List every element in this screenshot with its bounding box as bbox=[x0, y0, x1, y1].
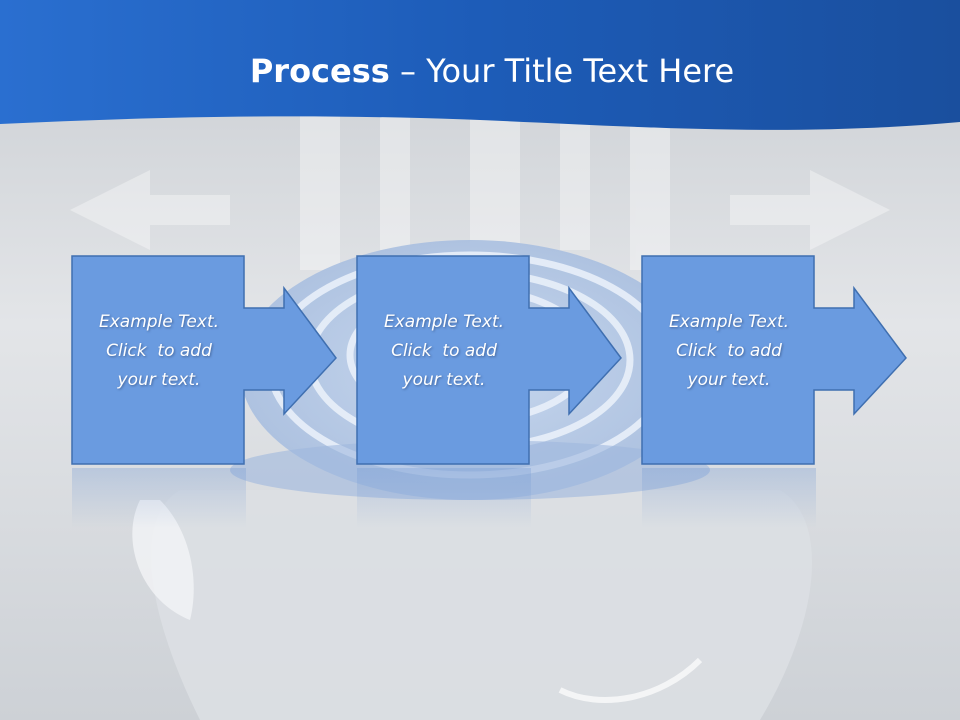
process-step-1[interactable]: Example Text. Click to add your text. bbox=[71, 255, 337, 466]
step-1-reflection bbox=[72, 468, 246, 528]
step-3-arrow-shape bbox=[641, 255, 907, 465]
step-1-text[interactable]: Example Text. Click to add your text. bbox=[98, 312, 220, 390]
title-bold: Process bbox=[249, 52, 390, 90]
step-3-reflection bbox=[642, 468, 816, 528]
slide-title[interactable]: Process – Your Title Text Here bbox=[0, 52, 960, 90]
step-2-reflection bbox=[357, 468, 531, 528]
step-1-arrow-shape bbox=[71, 255, 337, 465]
step-3-text[interactable]: Example Text. Click to add your text. bbox=[668, 312, 790, 390]
process-step-3[interactable]: Example Text. Click to add your text. bbox=[641, 255, 907, 466]
step-2-arrow-shape bbox=[356, 255, 622, 465]
step-2-text[interactable]: Example Text. Click to add your text. bbox=[383, 312, 505, 390]
title-rest: – Your Title Text Here bbox=[389, 52, 735, 90]
process-step-2[interactable]: Example Text. Click to add your text. bbox=[356, 255, 622, 466]
